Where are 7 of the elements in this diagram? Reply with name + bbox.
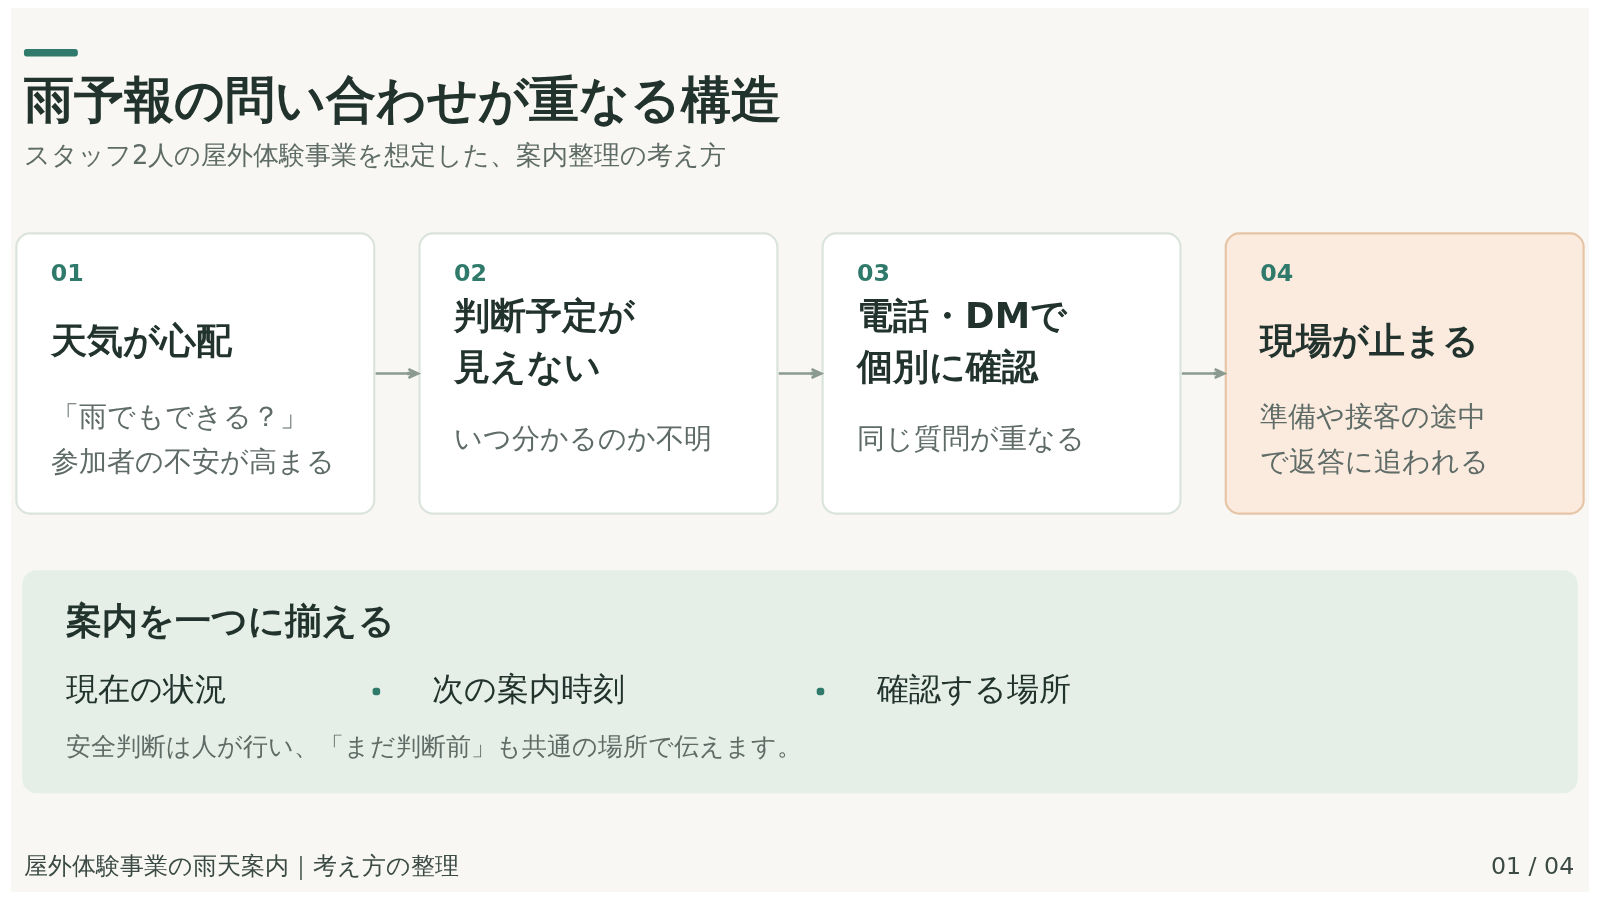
label: 01 / 04 — [1490, 852, 1575, 881]
label: スタッフ2人の屋外体験事業を想定した、案内整理の考え方 — [23, 139, 727, 170]
arrow — [1181, 367, 1226, 380]
diagram-title: 雨予報の問い合わせが重なる構造 — [23, 70, 781, 129]
arrow — [778, 367, 823, 380]
arrow — [375, 367, 420, 380]
label: 屋外体験事業の雨天案内｜考え方の整理 — [23, 852, 459, 881]
